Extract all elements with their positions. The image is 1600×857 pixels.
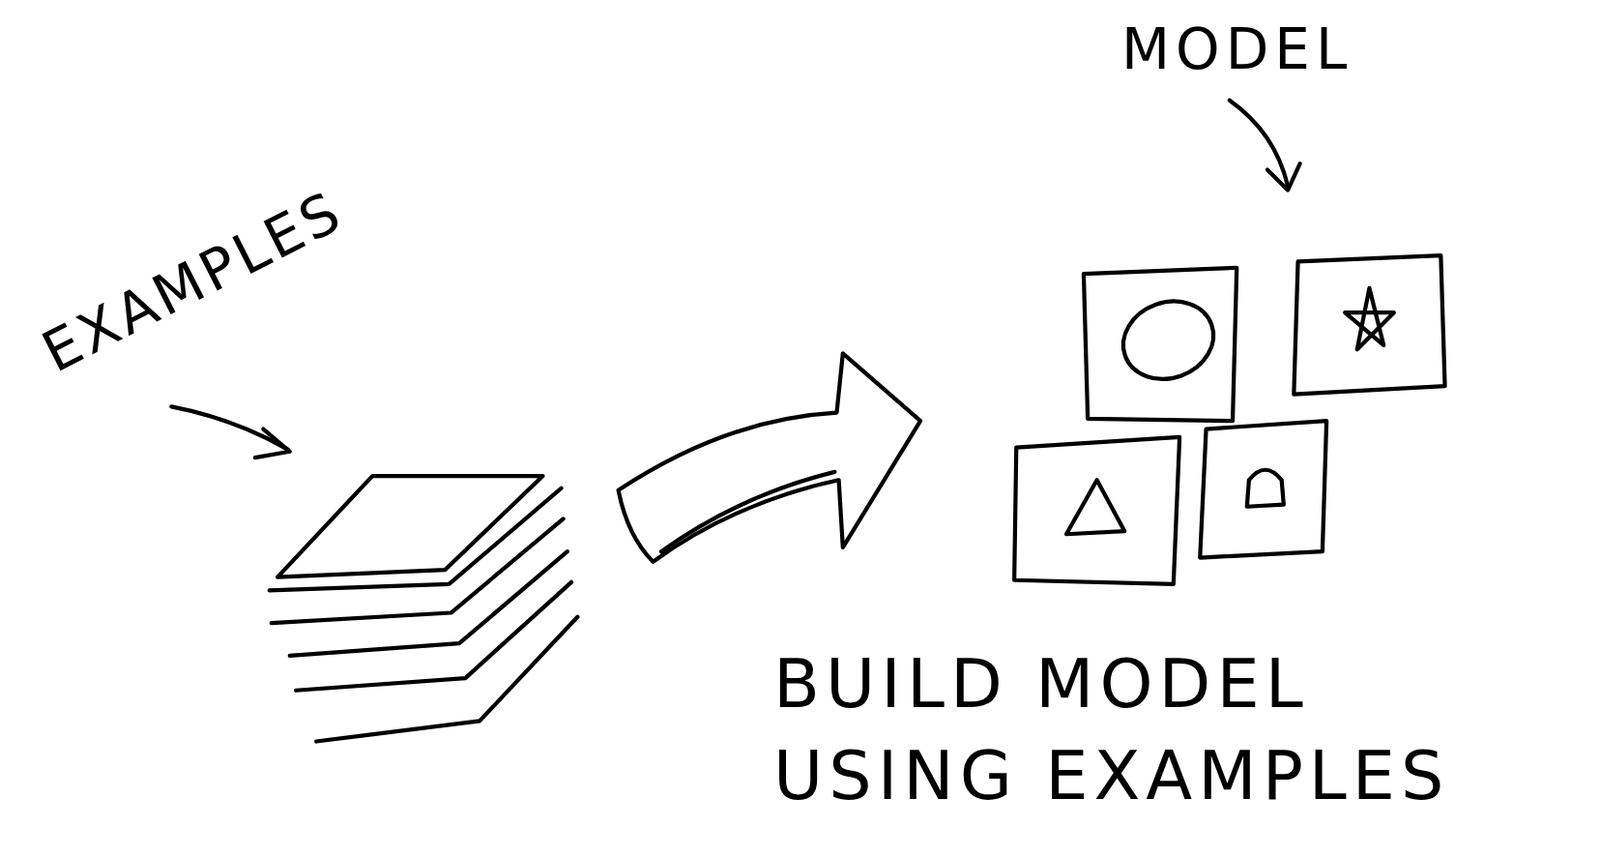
model-tiles xyxy=(1014,255,1445,584)
model-label: MODEL xyxy=(1121,11,1353,88)
examples-label: EXAMPLES xyxy=(29,173,356,390)
big-arrow xyxy=(618,352,921,561)
paper-stack xyxy=(269,475,579,741)
leader-arrows xyxy=(171,100,1300,458)
caption-label: BUILD MODEL USING EXAMPLES xyxy=(773,638,1567,821)
